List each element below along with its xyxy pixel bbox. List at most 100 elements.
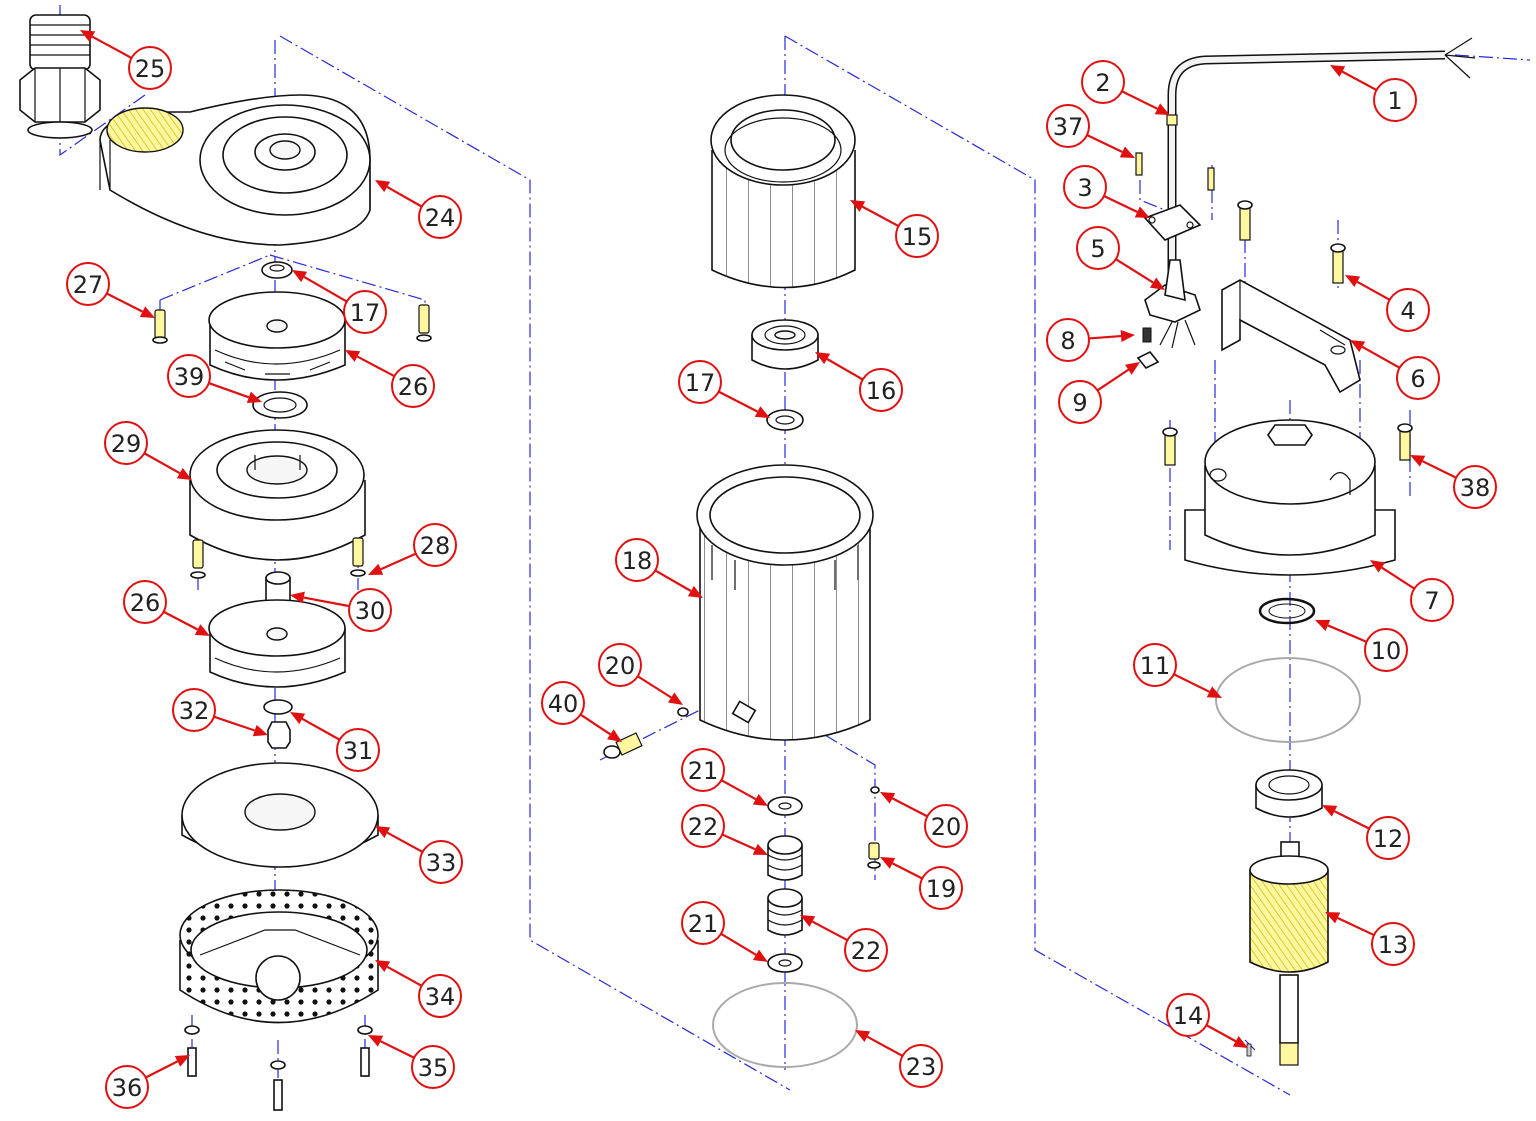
callout-number: 14	[1173, 1002, 1204, 1030]
leader-line-21	[720, 932, 757, 956]
washer-17-left	[261, 261, 293, 279]
callout-29: 29	[104, 421, 148, 465]
leader-line-5	[1115, 258, 1154, 284]
leader-arrowhead-21	[752, 793, 768, 806]
callout-number: 35	[418, 1054, 449, 1082]
callout-circle	[413, 523, 457, 567]
bolts-4	[1237, 200, 1346, 284]
callout-number: 29	[111, 430, 142, 458]
leader-arrowhead-32	[252, 724, 268, 737]
cable-plate	[1143, 204, 1202, 241]
callout-19: 19	[919, 866, 963, 910]
leader-line-9	[1096, 368, 1129, 392]
leader-line-2	[1121, 90, 1158, 110]
callout-circle	[844, 928, 888, 972]
leader-arrowhead-7	[1370, 560, 1386, 573]
washers-21	[767, 796, 803, 973]
callout-circle	[1046, 104, 1090, 148]
callout-30: 30	[348, 588, 392, 632]
leader-line-22	[811, 920, 848, 942]
callout-number: 26	[398, 373, 429, 401]
callout-circle	[128, 46, 172, 90]
callout-circle	[1386, 288, 1430, 332]
callout-circle	[924, 804, 968, 848]
leader-arrowhead-24	[375, 180, 391, 193]
callout-13: 13	[1371, 922, 1415, 966]
callout-22: 22	[844, 928, 888, 972]
screws-27	[152, 304, 432, 344]
stator	[710, 94, 856, 289]
callout-number: 34	[425, 983, 456, 1011]
callout-number: 25	[135, 55, 166, 83]
leader-arrowhead-25	[80, 30, 96, 42]
impeller-lower	[208, 599, 346, 688]
callout-circle	[391, 364, 435, 408]
callout-number: 9	[1072, 389, 1087, 417]
leader-arrowhead-17	[754, 406, 770, 418]
leader-arrowhead-40	[607, 729, 622, 742]
callout-circle	[1366, 816, 1410, 860]
leader-arrowhead-12	[1322, 805, 1338, 817]
leader-arrowhead-23	[855, 1030, 871, 1042]
leader-arrowhead-33	[375, 826, 391, 838]
leader-arrowhead-14	[1232, 1035, 1248, 1048]
callout-circle	[1133, 643, 1177, 687]
o-ring-11	[1215, 657, 1361, 743]
cable-gland	[1144, 259, 1201, 349]
callout-11: 11	[1133, 643, 1177, 687]
callout-number: 13	[1378, 931, 1409, 959]
leader-arrowhead-39	[246, 391, 262, 403]
leader-line-20	[637, 675, 672, 699]
callout-number: 39	[174, 363, 205, 391]
callout-35: 35	[411, 1045, 455, 1089]
callout-number: 22	[688, 813, 719, 841]
screws-28	[190, 537, 366, 579]
leader-arrowhead-29	[176, 467, 192, 480]
screw-19	[867, 842, 881, 869]
callout-14: 14	[1166, 993, 1210, 1037]
callout-number: 6	[1410, 365, 1425, 393]
callout-circle	[418, 974, 462, 1018]
callout-number: 2	[1095, 69, 1110, 97]
callout-5: 5	[1076, 226, 1120, 270]
callout-number: 12	[1373, 825, 1404, 853]
leader-arrowhead-5	[1149, 277, 1165, 290]
callout-number: 5	[1090, 235, 1105, 263]
leader-line-28	[380, 552, 417, 571]
callout-number: 20	[605, 652, 636, 680]
washer-31-nut-32	[263, 699, 293, 749]
callout-number: 19	[926, 875, 957, 903]
callout-38: 38	[1453, 465, 1497, 509]
leader-arrowhead-26	[194, 624, 210, 636]
callout-circle	[419, 840, 463, 884]
callout-number: 15	[902, 223, 933, 251]
callout-number: 20	[931, 813, 962, 841]
callout-15: 15	[895, 214, 939, 258]
leader-line-32	[213, 715, 256, 732]
leader-line-1	[1341, 70, 1378, 92]
leader-line-39	[208, 382, 250, 399]
callout-circle	[1364, 628, 1408, 672]
callout-9: 9	[1058, 380, 1102, 424]
callout-number: 22	[851, 937, 882, 965]
callout-26: 26	[391, 364, 435, 408]
callout-4: 4	[1386, 288, 1430, 332]
callout-circle	[1046, 318, 1090, 362]
callout-17: 17	[343, 290, 387, 334]
leader-line-3	[1103, 195, 1138, 213]
callout-24: 24	[418, 195, 462, 239]
callout-circle	[336, 728, 380, 772]
leader-arrowhead-11	[1206, 686, 1222, 698]
screws-35-36	[184, 1025, 373, 1111]
callout-circle	[681, 804, 725, 848]
callout-27: 27	[66, 262, 110, 306]
leader-line-26	[163, 610, 199, 631]
leader-line-35	[380, 1040, 415, 1059]
leader-line-37	[1086, 134, 1123, 153]
leader-line-12	[1334, 810, 1370, 830]
leader-arrowhead-20	[667, 692, 683, 705]
mechanical-seals-22	[767, 835, 803, 936]
leader-line-27	[106, 292, 144, 313]
strainer-basket	[179, 889, 379, 1024]
leader-arrowhead-9	[1125, 362, 1140, 375]
